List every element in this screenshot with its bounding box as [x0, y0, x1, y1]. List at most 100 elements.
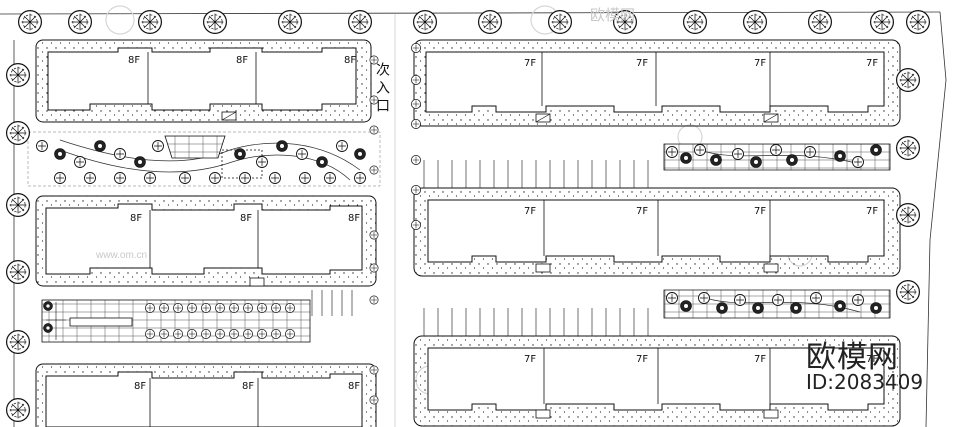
plaza-tree — [229, 303, 239, 313]
east-shrub — [834, 150, 846, 162]
building-w1 — [35, 39, 372, 123]
street-shrub — [369, 395, 379, 405]
street-tree — [413, 10, 437, 34]
floor-label: 7F — [636, 354, 649, 365]
east-shrub — [870, 302, 882, 314]
garden-shrub — [54, 172, 66, 184]
garden-shrub — [114, 148, 126, 160]
plaza-tree — [43, 301, 53, 311]
garden-shrub — [152, 140, 164, 152]
garden-shrub — [239, 172, 251, 184]
street-tree — [6, 121, 30, 145]
plaza-tree — [271, 329, 281, 339]
floor-label: 8F — [348, 213, 361, 224]
street-tree — [138, 10, 162, 34]
plaza-tree — [187, 329, 197, 339]
plaza-tree — [173, 303, 183, 313]
garden-shrub — [134, 156, 146, 168]
building-w2 — [35, 195, 377, 287]
garden-shrub — [54, 148, 66, 160]
plaza-tree — [271, 303, 281, 313]
building-e3 — [413, 335, 901, 427]
east-shrub — [732, 148, 744, 160]
street-tree — [68, 10, 92, 34]
paved-plaza — [41, 290, 353, 343]
garden-shrub — [234, 148, 246, 160]
street-shrub — [369, 165, 379, 175]
street-shrub — [411, 185, 421, 195]
garden-shrub — [354, 172, 366, 184]
east-shrub — [852, 294, 864, 306]
plaza-tree — [159, 303, 169, 313]
plaza-tree — [43, 323, 53, 333]
street-tree — [896, 280, 920, 304]
floor-label: 8F — [344, 55, 357, 66]
watermark-brand-small: 欧模网 — [590, 7, 636, 24]
garden-shrub — [269, 172, 281, 184]
street-tree — [6, 63, 30, 87]
floor-label: 7F — [754, 58, 767, 69]
watermark-id: ID:2083409 — [806, 370, 924, 394]
building-w3 — [35, 363, 377, 427]
street-tree — [6, 193, 30, 217]
garden-shrub — [179, 172, 191, 184]
east-shrub — [852, 156, 864, 168]
street-shrub — [411, 99, 421, 109]
plaza-tree — [187, 303, 197, 313]
plaza-tree — [285, 329, 295, 339]
floor-label: 8F — [128, 55, 141, 66]
street-tree — [683, 10, 707, 34]
floor-label: 7F — [754, 206, 767, 217]
garden-shrub — [354, 148, 366, 160]
east-shrub — [750, 156, 762, 168]
street-shrub — [411, 43, 421, 53]
street-shrub — [369, 365, 379, 375]
garden-shrub — [276, 140, 288, 152]
street-tree — [906, 10, 930, 34]
street-tree — [6, 398, 30, 422]
plaza-tree — [285, 303, 295, 313]
street-tree — [548, 10, 572, 34]
floor-label: 8F — [242, 381, 255, 392]
floor-label: 8F — [240, 213, 253, 224]
garden-shrub — [144, 172, 156, 184]
floor-label: 8F — [134, 381, 147, 392]
street-shrub — [369, 230, 379, 240]
street-shrub — [369, 263, 379, 273]
garden-shrub — [299, 172, 311, 184]
street-tree — [203, 10, 227, 34]
floor-label: 7F — [866, 58, 879, 69]
floor-label: 7F — [866, 354, 879, 365]
east-shrub — [790, 302, 802, 314]
plaza-tree — [257, 303, 267, 313]
garden-shrub — [336, 140, 348, 152]
street-shrub — [411, 220, 421, 230]
floor-label: 8F — [348, 381, 361, 392]
plaza-tree — [145, 303, 155, 313]
street-tree — [18, 10, 42, 34]
east-shrub — [804, 146, 816, 158]
street-tree — [6, 330, 30, 354]
street-shrub — [369, 125, 379, 135]
street-tree — [478, 10, 502, 34]
garden-shrub — [114, 172, 126, 184]
floor-label: 7F — [754, 354, 767, 365]
plaza-tree — [243, 303, 253, 313]
garden-shrub — [74, 156, 86, 168]
floor-label: 7F — [866, 206, 879, 217]
east-shrub — [810, 292, 822, 304]
garden-shrub — [324, 172, 336, 184]
floor-label: 7F — [636, 206, 649, 217]
garden-shrub — [36, 140, 48, 152]
east-shrub — [680, 152, 692, 164]
building-e2 — [413, 187, 901, 277]
watermark-brand: 欧模网 — [806, 340, 899, 375]
east-shrub — [680, 300, 692, 312]
street-shrub — [369, 295, 379, 305]
parking-stalls — [423, 160, 649, 336]
plaza-tree — [201, 303, 211, 313]
plaza-tree — [229, 329, 239, 339]
street-tree — [348, 10, 372, 34]
street-tree — [743, 10, 767, 34]
